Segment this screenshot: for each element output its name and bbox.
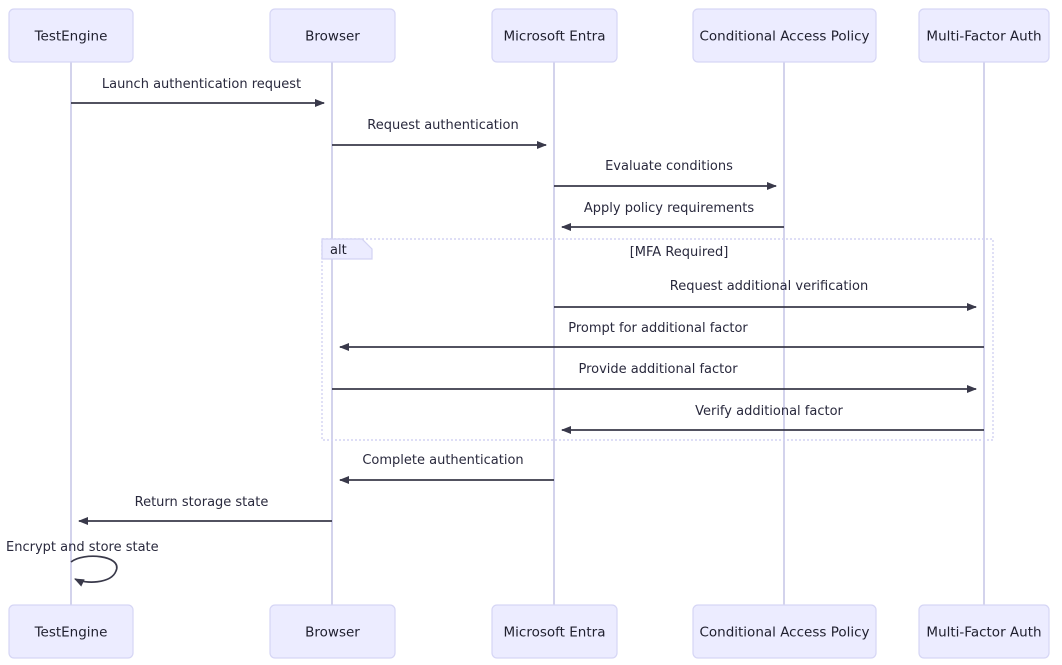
- actor-label-testengine-bottom: TestEngine: [34, 625, 108, 641]
- message-0: Launch authentication request: [71, 77, 325, 107]
- actor-boxes-bottom: TestEngine Browser Microsoft Entra Conditio…: [8, 604, 1050, 659]
- actor-box-testengine-bottom[interactable]: [8, 604, 134, 659]
- actor-box-testengine-top[interactable]: [8, 8, 134, 63]
- actor-testengine-top[interactable]: TestEngine: [8, 8, 134, 63]
- message-label-5: Prompt for additional factor: [568, 321, 748, 336]
- actor-label-cap-top: Conditional Access Policy: [699, 29, 869, 45]
- message-9: Return storage state: [78, 495, 332, 525]
- message-1: Request authentication: [332, 118, 547, 149]
- message-7: Verify additional factor: [561, 404, 984, 434]
- alt-block-keyword: alt: [330, 243, 347, 258]
- message-6: Provide additional factor: [332, 362, 977, 393]
- actor-box-mfa-top[interactable]: [918, 8, 1050, 63]
- actor-browser-top[interactable]: Browser: [269, 8, 396, 63]
- actor-cap-bottom[interactable]: Conditional Access Policy: [692, 604, 877, 659]
- actor-label-mfa-bottom: Multi-Factor Auth: [926, 625, 1041, 641]
- actor-label-testengine-top: TestEngine: [34, 29, 108, 45]
- message-5: Prompt for additional factor: [339, 321, 984, 351]
- actor-box-cap-top[interactable]: [692, 8, 877, 63]
- message-label-6: Provide additional factor: [578, 362, 738, 377]
- actor-box-entra-top[interactable]: [491, 8, 618, 63]
- actor-box-mfa-bottom[interactable]: [918, 604, 1050, 659]
- actor-boxes-top: TestEngine Browser Microsoft Entra Conditio…: [8, 8, 1050, 63]
- message-4: Request additional verification: [554, 279, 977, 311]
- actor-label-cap-bottom: Conditional Access Policy: [699, 625, 869, 641]
- message-8: Complete authentication: [339, 453, 554, 484]
- self-message-loop: [70, 555, 118, 587]
- actor-entra-top[interactable]: Microsoft Entra: [491, 8, 618, 63]
- actor-cap-top[interactable]: Conditional Access Policy: [692, 8, 877, 63]
- actor-label-entra-bottom: Microsoft Entra: [504, 625, 606, 641]
- message-label-2: Evaluate conditions: [605, 159, 733, 174]
- message-label-0: Launch authentication request: [102, 77, 301, 92]
- message-label-1: Request authentication: [367, 118, 518, 133]
- message-2: Evaluate conditions: [554, 159, 777, 190]
- actor-box-cap-bottom[interactable]: [692, 604, 877, 659]
- actor-box-browser-bottom[interactable]: [269, 604, 396, 659]
- self-message-group: Encrypt and store state: [6, 540, 159, 587]
- alt-block-tab: [321, 238, 373, 260]
- actor-testengine-bottom[interactable]: TestEngine: [8, 604, 134, 659]
- actor-box-browser-top[interactable]: [269, 8, 396, 63]
- message-label-7: Verify additional factor: [695, 404, 843, 419]
- actor-mfa-bottom[interactable]: Multi-Factor Auth: [918, 604, 1050, 659]
- alt-block-frame: [321, 238, 994, 441]
- actor-entra-bottom[interactable]: Microsoft Entra: [491, 604, 618, 659]
- actor-mfa-top[interactable]: Multi-Factor Auth: [918, 8, 1050, 63]
- message-label-4: Request additional verification: [670, 279, 869, 294]
- alt-block-group: alt [MFA Required]: [321, 238, 994, 441]
- alt-block-condition: [MFA Required]: [630, 245, 729, 260]
- actor-label-mfa-top: Multi-Factor Auth: [926, 29, 1041, 45]
- actor-box-entra-bottom[interactable]: [491, 604, 618, 659]
- lifelines-group: [70, 62, 985, 605]
- message-label-8: Complete authentication: [362, 453, 523, 468]
- actor-label-browser-bottom: Browser: [305, 625, 360, 641]
- message-label-9: Return storage state: [135, 495, 269, 510]
- actor-label-browser-top: Browser: [305, 29, 360, 45]
- actor-browser-bottom[interactable]: Browser: [269, 604, 396, 659]
- self-message-label: Encrypt and store state: [6, 540, 159, 555]
- actor-label-entra-top: Microsoft Entra: [504, 29, 606, 45]
- message-3: Apply policy requirements: [561, 201, 784, 231]
- message-label-3: Apply policy requirements: [584, 201, 754, 216]
